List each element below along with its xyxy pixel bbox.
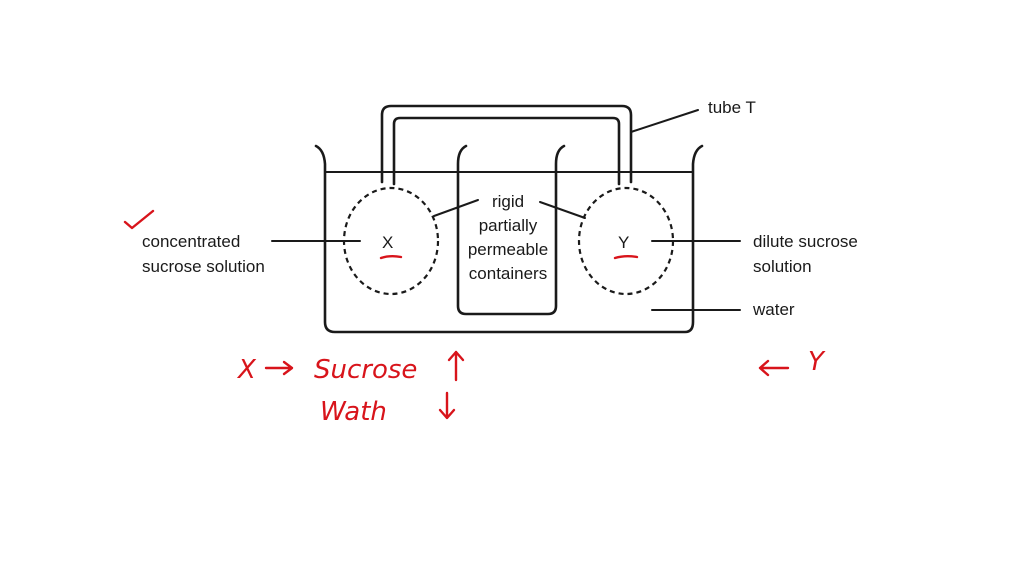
container-label-2: partially xyxy=(479,216,538,235)
label-x: X xyxy=(382,233,393,252)
container-label-3: permeable xyxy=(468,240,548,259)
annotation-y: Y xyxy=(808,347,826,377)
right-label-1: dilute sucrose xyxy=(753,232,858,251)
checkmark-icon xyxy=(123,209,155,230)
arrow-up-icon xyxy=(447,350,465,382)
right-label-2: solution xyxy=(753,257,812,276)
beaker xyxy=(314,144,704,334)
container-label-4: containers xyxy=(469,264,547,283)
label-y: Y xyxy=(618,233,629,252)
left-label-2: sucrose solution xyxy=(142,257,265,276)
middle-container xyxy=(456,144,566,316)
left-label-1: concentrated xyxy=(142,232,240,251)
tube-t-inner xyxy=(392,116,621,186)
annotation-x: X xyxy=(236,355,257,385)
leader-container-left xyxy=(433,199,479,217)
underline-y xyxy=(613,255,639,260)
leader-tube xyxy=(630,109,699,133)
leader-container-right xyxy=(539,201,586,219)
underline-x xyxy=(379,255,403,260)
annotation-water: Wath xyxy=(320,397,387,427)
tube-t-outer xyxy=(380,104,633,184)
water-label: water xyxy=(752,300,795,319)
annotation-sucrose: Sucrose xyxy=(314,355,417,385)
arrow-down-icon xyxy=(438,391,456,420)
arrow-left-icon xyxy=(758,359,790,377)
tube-label: tube T xyxy=(708,98,756,117)
container-label-1: rigid xyxy=(492,192,524,211)
arrow-right-icon xyxy=(264,360,294,376)
